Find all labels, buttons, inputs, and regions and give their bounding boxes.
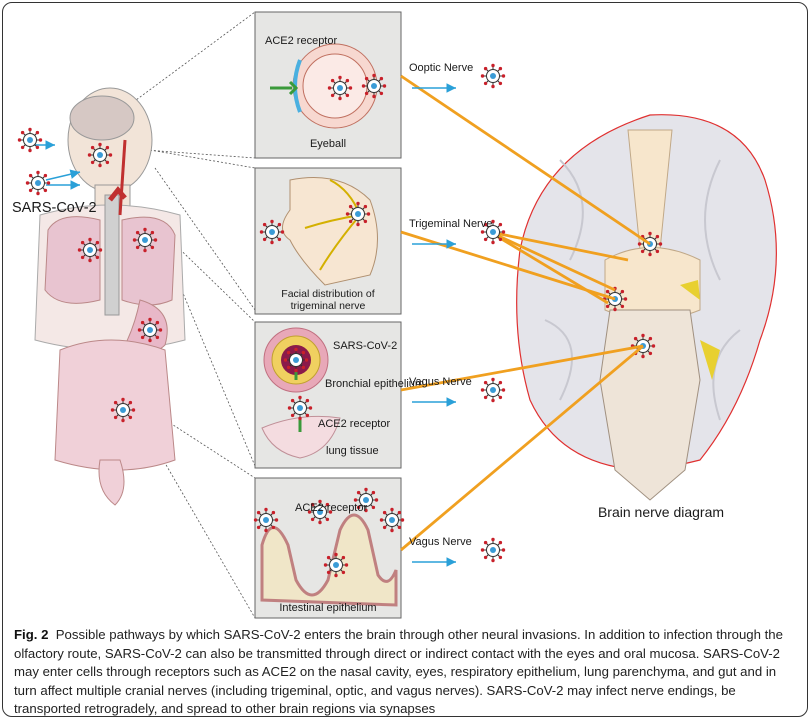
- intestinal-label: Intestinal epithelium: [279, 602, 376, 614]
- optic-nerve-label: Ooptic Nerve: [409, 62, 473, 74]
- trigeminal-nerve-label: Trigeminal Nerve: [409, 218, 492, 230]
- human-body-illustration: [17, 87, 186, 506]
- virus-icon: [137, 317, 163, 343]
- virus-icon: [253, 507, 279, 533]
- virus-icon: [345, 201, 371, 227]
- virus-icon: [17, 127, 43, 153]
- virus-icon: [283, 347, 309, 373]
- virus-icon: [132, 227, 158, 253]
- caption-text: Possible pathways by which SARS-CoV-2 en…: [14, 627, 783, 717]
- panel-bronchial-lung: [254, 321, 402, 469]
- virus-icon: [87, 142, 113, 168]
- virus-icon: [327, 75, 353, 101]
- virus-icon: [25, 170, 51, 196]
- virus-icon: [323, 552, 349, 578]
- virus-icon: [379, 507, 405, 533]
- virus-icon: [259, 219, 285, 245]
- virus-icon: [110, 397, 136, 423]
- lung-tissue-label: lung tissue: [326, 445, 379, 457]
- vagus-nerve-label-1: Vagus Nerve: [409, 376, 472, 388]
- eyeball-label: Eyeball: [310, 138, 346, 150]
- brain-illustration: [516, 114, 777, 501]
- figure-illustration: SARS-CoV-2 ACE2 receptor Eyeball Facial …: [12, 11, 777, 619]
- bronchial-label: Bronchial epithelium: [325, 378, 424, 390]
- panel-intestinal: [253, 477, 405, 619]
- virus-icon: [480, 63, 506, 89]
- panel-eyeball: [254, 11, 402, 159]
- lung-ace2-label: ACE2 receptor: [318, 418, 390, 430]
- virus-icon: [480, 537, 506, 563]
- virus-icon: [480, 377, 506, 403]
- panel-facial-trigeminal: [254, 167, 402, 315]
- virus-icon: [361, 73, 387, 99]
- eye-ace2-label: ACE2 receptor: [265, 35, 337, 47]
- bronchial-virus-label: SARS-CoV-2: [333, 340, 397, 352]
- virus-icon: [77, 237, 103, 263]
- intestine-ace2-label: ACE2 receptor: [295, 502, 367, 514]
- virus-icon: [287, 395, 313, 421]
- figure-number: Fig. 2: [14, 627, 49, 642]
- virus-label: SARS-CoV-2: [12, 200, 97, 216]
- nerve-pathways: [400, 63, 651, 567]
- figure-caption: Fig. 2 Possible pathways by which SARS-C…: [14, 626, 800, 719]
- vagus-nerve-label-2: Vagus Nerve: [409, 536, 472, 548]
- brain-label: Brain nerve diagram: [598, 504, 724, 520]
